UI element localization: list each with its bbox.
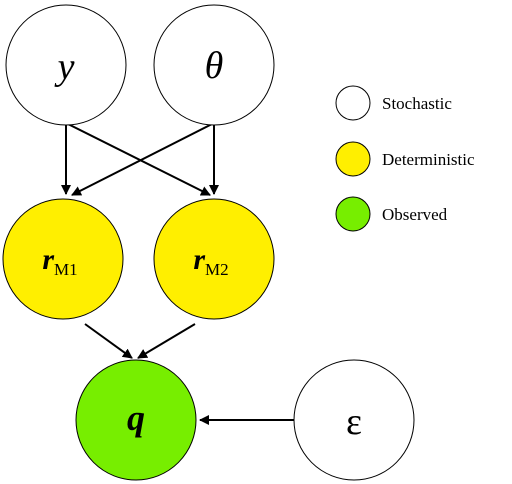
legend-label-deterministic: Deterministic [382, 150, 475, 169]
node-q: q [75, 359, 197, 481]
node-y: y [5, 4, 127, 126]
node-theta-label: θ [205, 45, 224, 87]
node-r-m2: rM2 [153, 198, 275, 320]
node-r-m2-symbol: r [193, 243, 205, 276]
node-q-circle [75, 359, 197, 481]
node-y-label: y [54, 46, 75, 88]
legend-label-observed: Observed [382, 205, 448, 224]
legend-item-stochastic: Stochastic [335, 85, 452, 121]
legend-item-deterministic: Deterministic [335, 141, 475, 177]
legend-swatch-observed [335, 196, 371, 232]
edge-theta-to-rm1 [71, 122, 215, 196]
node-r-m2-circle [153, 198, 275, 320]
node-epsilon: ε [293, 359, 415, 481]
edge-rm2-to-q [137, 323, 196, 359]
legend: Stochastic Deterministic Observed [335, 85, 475, 232]
node-y-circle [5, 4, 127, 126]
node-theta: θ [153, 4, 275, 126]
node-r-m1-label: rM1 [42, 243, 77, 279]
node-theta-circle [153, 4, 275, 126]
node-r-m1: rM1 [2, 198, 124, 320]
node-epsilon-label: ε [346, 401, 362, 443]
edges [61, 122, 295, 425]
node-epsilon-circle [293, 359, 415, 481]
node-r-m2-subscript: M2 [205, 260, 229, 279]
node-r-m2-label: rM2 [193, 243, 228, 279]
node-r-m1-subscript: M1 [54, 260, 78, 279]
legend-swatch-deterministic [335, 141, 371, 177]
node-r-m1-symbol: r [42, 243, 54, 276]
legend-swatch-stochastic [335, 85, 371, 121]
legend-item-observed: Observed [335, 196, 448, 232]
node-r-m1-circle [2, 198, 124, 320]
legend-label-stochastic: Stochastic [382, 94, 452, 113]
edge-y-to-rm2 [65, 122, 211, 196]
node-q-label: q [127, 398, 145, 438]
edge-rm1-to-q [84, 323, 133, 359]
